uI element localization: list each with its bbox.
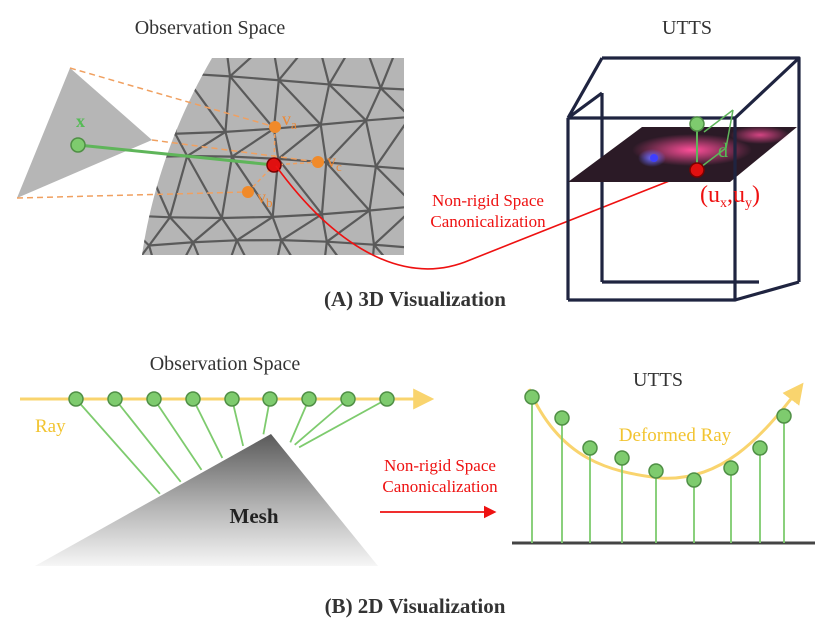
vertex-a-label: va	[282, 109, 297, 132]
sample-ray-line-4	[192, 398, 224, 459]
sample-ray-line-2	[114, 398, 182, 483]
utts-title-bottom: UTTS	[633, 369, 683, 391]
camera-ray-top	[77, 143, 275, 167]
deformed-ray-sample-points	[524, 389, 792, 543]
vertex-c	[312, 156, 324, 168]
ray-label: Ray	[35, 416, 66, 437]
mesh-label: Mesh	[230, 504, 279, 528]
ray-point-8	[340, 391, 356, 407]
deformed-point-6	[686, 472, 702, 488]
triangle-mesh-surface	[142, 58, 404, 255]
ray-sample-points	[68, 391, 395, 495]
uts-point-green	[689, 116, 705, 132]
vertex-b	[242, 186, 254, 198]
ray-point-2	[107, 391, 123, 407]
sample-ray-line-3	[153, 398, 203, 471]
utts-cube	[566, 91, 759, 300]
observation-space-title-bottom: Observation Space	[150, 353, 301, 375]
deformed-point-9	[776, 408, 792, 424]
sample-ray-line-5	[231, 398, 245, 447]
caption-b: (B) 2D Visualization	[325, 594, 506, 618]
sample-ray-line-7	[289, 398, 310, 443]
deformed-point-2	[554, 410, 570, 426]
point-x-label: x	[76, 111, 85, 131]
deformed-point-5	[648, 463, 664, 479]
utts-cube-front	[566, 56, 801, 302]
arrow-label-top-line2: Canonicalization	[430, 212, 546, 231]
arrow-label-bottom-line1: Non-rigid Space	[384, 456, 496, 475]
utts-title-top: UTTS	[662, 17, 712, 39]
sample-ray-line-9	[298, 398, 388, 449]
vertex-c-label: vc	[327, 151, 342, 174]
ray-point-6	[262, 391, 278, 407]
camera-frustum	[16, 67, 319, 199]
ray-point-4	[185, 391, 201, 407]
ray-point-7	[301, 391, 317, 407]
sample-ray-line-1	[75, 398, 161, 495]
canonicalization-arrow-top	[275, 165, 695, 270]
ray-point-9	[379, 391, 395, 407]
deformed-point-4	[614, 450, 630, 466]
mesh-shape	[35, 434, 378, 566]
deformed-point-8	[752, 440, 768, 456]
ray-point-1	[68, 391, 84, 407]
point-x	[70, 137, 86, 153]
vertex-a	[269, 121, 281, 133]
deformed-point-1	[524, 389, 540, 405]
vertex-b-label: vb	[257, 187, 273, 210]
uv-coordinate-label: (ux,uy)	[700, 182, 760, 211]
observation-space-title-top: Observation Space	[135, 17, 286, 39]
deformed-point-3	[582, 440, 598, 456]
arrow-label-bottom-line2: Canonicalization	[382, 477, 498, 496]
d-label: d	[718, 140, 728, 162]
caption-a: (A) 3D Visualization	[324, 287, 506, 311]
deformed-point-7	[723, 460, 739, 476]
sample-ray-line-8	[294, 398, 349, 446]
deformed-ray-label: Deformed Ray	[619, 425, 732, 446]
ray-point-5	[224, 391, 240, 407]
uts-point-red	[689, 162, 705, 178]
texture-plane	[568, 126, 797, 182]
arrow-label-top-line1: Non-rigid Space	[432, 191, 544, 210]
ray-point-3	[146, 391, 162, 407]
